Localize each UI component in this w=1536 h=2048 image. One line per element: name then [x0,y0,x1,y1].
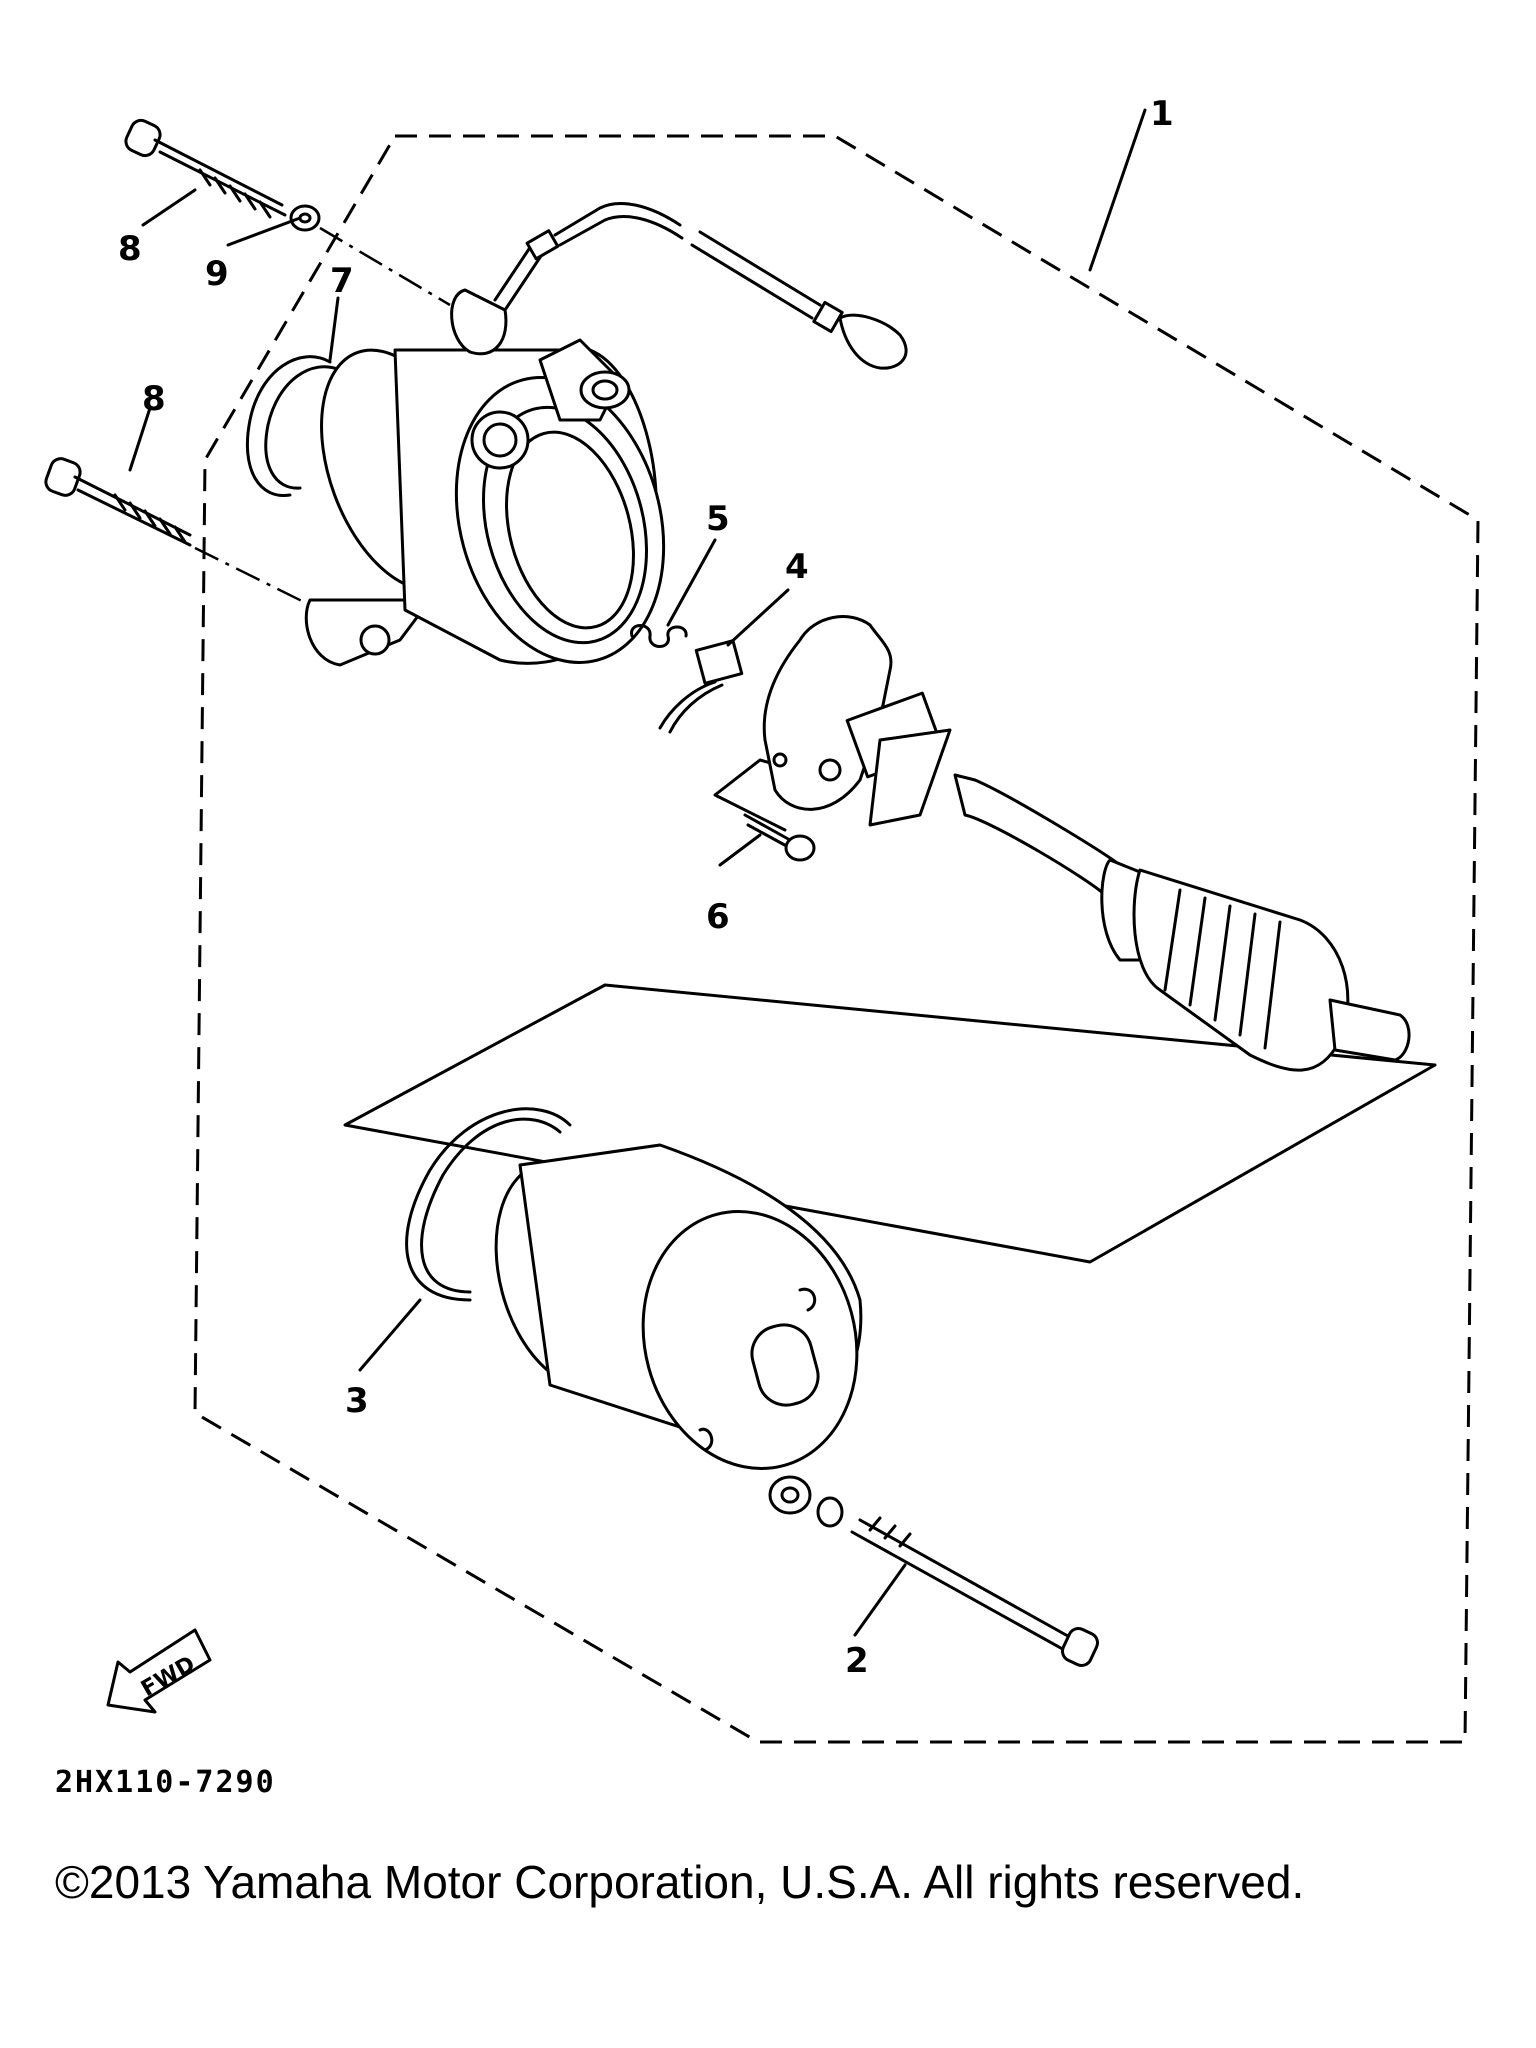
brush-4 [658,639,744,734]
callout-6: 6 [706,897,730,937]
bolt-2 [850,1516,1099,1667]
yoke [494,1143,863,1470]
copyright-notice: ©2013 Yamaha Motor Corporation, U.S.A. A… [55,1856,1304,1908]
front-cover-housing [304,338,666,667]
callout-8-top: 8 [118,229,142,269]
yoke-plane-outline [343,983,1437,1264]
callout-3: 3 [345,1381,369,1421]
o-ring-7 [245,355,342,498]
callout-8-left: 8 [142,379,166,419]
callout-4: 4 [785,547,809,587]
callout-1: 1 [1150,94,1174,134]
armature [953,773,1411,1072]
assembly-boundary [193,134,1480,1744]
drawing-code: 2HX110-7290 [55,1765,276,1800]
axis-line-top [319,226,451,307]
screw-6 [743,813,816,862]
bolt-8-left [44,457,192,547]
washer-9 [289,204,321,232]
brush-holder-plate [762,615,952,827]
lead-wire [450,201,908,370]
o-ring-3 [405,1107,572,1302]
end-washers [768,1475,844,1528]
spring-5 [630,624,688,648]
fwd-arrow-icon: FWD [106,1628,212,1714]
bolt-8-top [124,118,287,219]
callout-5: 5 [706,499,730,539]
callout-9: 9 [205,254,229,294]
callout-7: 7 [330,261,354,301]
leader-lines [128,108,1147,1637]
axis-line-left [194,546,321,612]
callout-2: 2 [845,1641,869,1681]
